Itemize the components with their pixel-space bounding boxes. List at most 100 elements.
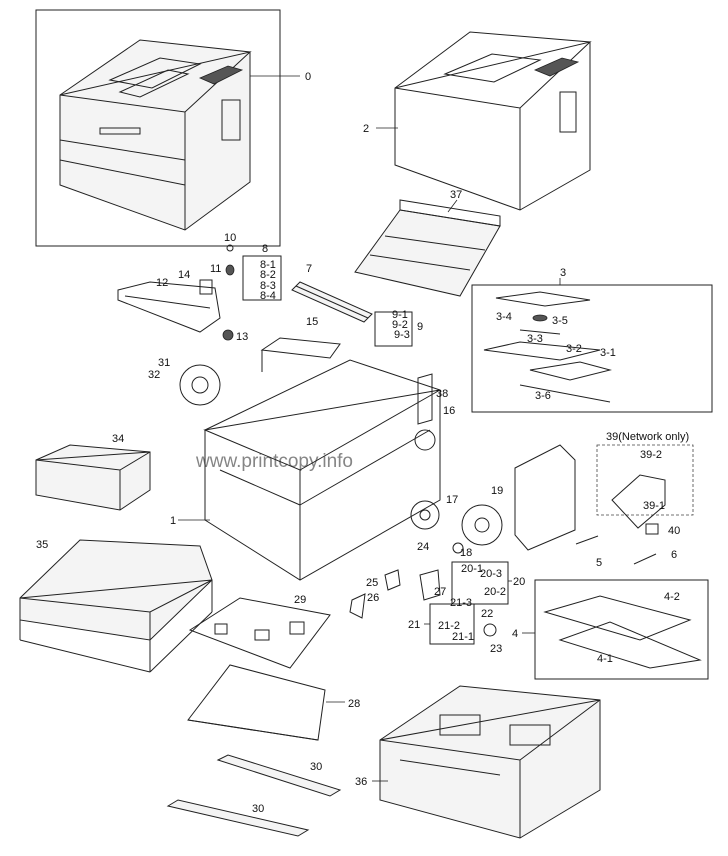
part-9-frame [374, 311, 413, 347]
label-21-1: 21-1 [452, 631, 474, 643]
part-30-rail-lower [166, 799, 310, 837]
part-7-transfer-roller [291, 281, 373, 323]
label-40: 40 [668, 525, 680, 537]
label-4: 4 [512, 628, 518, 640]
label-27: 27 [434, 586, 446, 598]
part-28-shield-plate [187, 664, 326, 741]
part-3-subassembly [483, 291, 612, 403]
label-1: 1 [170, 515, 176, 527]
part-5-rod [575, 535, 599, 545]
label-20-3: 20-3 [480, 568, 502, 580]
part-17-gear-assembly [410, 500, 440, 530]
label-4-2: 4-2 [664, 591, 680, 603]
label-21-2: 21-2 [438, 620, 460, 632]
label-38: 38 [436, 388, 448, 400]
label-3-4: 3-4 [496, 311, 512, 323]
label-13: 13 [236, 331, 248, 343]
label-9-2: 9-2 [392, 319, 408, 331]
label-22: 22 [481, 608, 493, 620]
part-35-paper-tray [19, 539, 213, 673]
part-3-frame [471, 284, 713, 413]
label-20-2: 20-2 [484, 586, 506, 598]
part-15-cover [260, 337, 341, 372]
part-23-gear [483, 623, 497, 637]
label-28: 28 [348, 698, 360, 710]
label-39-2: 39-2 [640, 449, 662, 461]
label-26: 26 [367, 592, 379, 604]
label-9-3: 9-3 [394, 329, 410, 341]
label-8-3: 8-3 [260, 280, 276, 292]
label-9: 9 [417, 321, 423, 333]
label-4-1: 4-1 [597, 653, 613, 665]
label-19: 19 [491, 485, 503, 497]
label-25: 25 [366, 577, 378, 589]
part-8-frame [242, 255, 282, 301]
label-34: 34 [112, 433, 124, 445]
label-30-lower: 30 [252, 803, 264, 815]
part-30-rail-upper [216, 754, 342, 797]
label-20: 20 [513, 576, 525, 588]
label-5: 5 [596, 557, 602, 569]
label-35: 35 [36, 539, 48, 551]
label-16: 16 [443, 405, 455, 417]
label-23: 23 [490, 643, 502, 655]
watermark: www.printcopy.info [195, 451, 353, 472]
part-31-fan [179, 364, 221, 406]
part-19-controller-board [514, 444, 576, 551]
label-12: 12 [156, 277, 168, 289]
label-3-1: 3-1 [600, 347, 616, 359]
label-3-5: 3-5 [552, 315, 568, 327]
label-24: 24 [417, 541, 429, 553]
part-24-gear [452, 542, 464, 554]
label-21: 21 [408, 619, 420, 631]
part-29-main-board [188, 597, 331, 669]
label-11: 11 [210, 263, 221, 275]
label-8-4: 8-4 [260, 290, 276, 302]
label-17: 17 [446, 494, 458, 506]
label-9-1: 9-1 [392, 309, 408, 321]
label-37: 37 [450, 189, 462, 201]
label-14: 14 [178, 269, 190, 281]
label-15: 15 [306, 316, 318, 328]
label-2: 2 [363, 123, 369, 135]
part-6-rod [633, 553, 657, 565]
label-20-1: 20-1 [461, 563, 483, 575]
part-18-drive-gear [461, 504, 503, 546]
part-27-guide [419, 569, 441, 601]
part-39-network-board [611, 474, 666, 529]
label-18: 18 [460, 547, 472, 559]
label-32: 32 [148, 369, 160, 381]
label-8: 8 [262, 243, 268, 255]
part-38-plate [417, 373, 433, 425]
part-25-lever [384, 569, 401, 591]
label-36: 36 [355, 776, 367, 788]
label-3-6: 3-6 [535, 390, 551, 402]
part-4-mp-tray [543, 595, 702, 669]
label-7: 7 [306, 263, 312, 275]
part-2-cover-assembly [394, 31, 592, 211]
label-6: 6 [671, 549, 677, 561]
part-26-bracket [349, 593, 366, 619]
part-12-fuser-frame [117, 281, 221, 333]
printer-complete [59, 39, 252, 231]
label-21-3: 21-3 [450, 597, 472, 609]
label-31: 31 [158, 357, 170, 369]
label-3-3: 3-3 [527, 333, 543, 345]
label-8-1: 8-1 [260, 259, 276, 271]
part-10-screw [226, 244, 234, 252]
part-11-gear [225, 264, 235, 276]
part-40-cap [645, 523, 659, 535]
label-30-upper: 30 [310, 761, 322, 773]
part-16-gear-bracket [414, 429, 436, 451]
part-14-bracket [199, 279, 213, 295]
label-3: 3 [560, 267, 566, 279]
printer-frame [35, 9, 281, 247]
part-36-optional-tray [379, 685, 601, 839]
part-4-frame [534, 579, 709, 680]
part-13-gear [222, 329, 234, 341]
label-10: 10 [224, 232, 236, 244]
part-34-toner-cartridge [35, 444, 151, 511]
network-note: 39(Network only) [606, 431, 689, 443]
network-dashed-frame [596, 444, 694, 516]
